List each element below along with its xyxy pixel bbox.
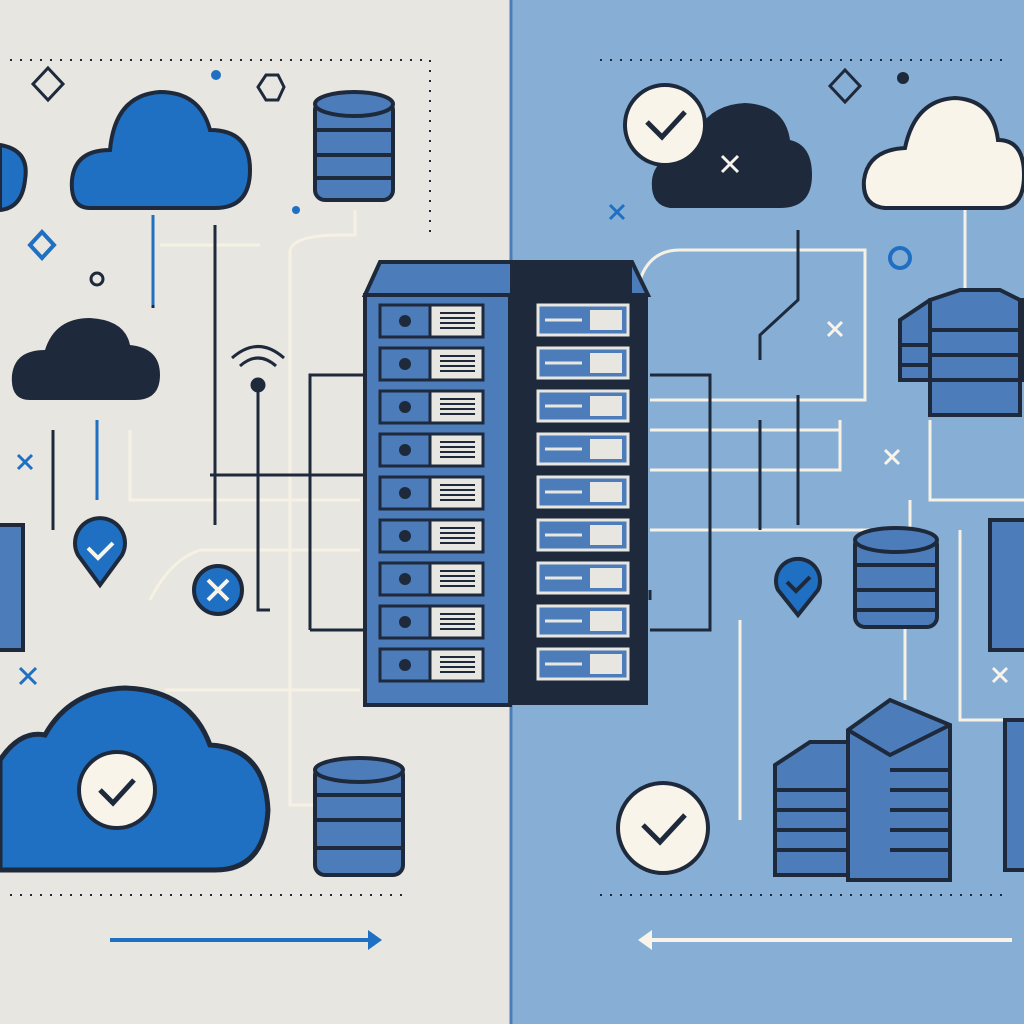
arrow-right-icon: [110, 930, 382, 950]
check-circle-icon: [616, 781, 710, 875]
decorative-marks: [16, 65, 1009, 686]
check-circle-icon: [77, 750, 157, 830]
server-slot: [378, 561, 485, 597]
cloud-icon: [0, 142, 28, 213]
check-circle-icon: [623, 83, 707, 167]
server-slot: [536, 389, 630, 423]
server-slot: [378, 518, 485, 554]
connection-lines: [51, 210, 1024, 820]
server-slot: [378, 475, 485, 511]
arrow-left-icon: [638, 930, 1012, 950]
server-slot: [536, 518, 630, 552]
dark-cloud-icon: [651, 103, 812, 208]
database-icon: [313, 756, 405, 877]
check-pin-icon: [73, 516, 127, 589]
check-pin-icon: [774, 556, 822, 619]
server-slot: [378, 303, 485, 339]
dotted-frame: [10, 59, 1010, 896]
wifi-icon: [231, 345, 285, 393]
database-icon: [313, 90, 395, 202]
dark-cloud-icon: [11, 318, 161, 400]
cloud-icon: [69, 89, 253, 210]
server-slot: [536, 432, 630, 466]
server-slot: [378, 604, 485, 640]
server-stack-icon: [898, 288, 1024, 417]
server-slot: [536, 604, 630, 638]
server-slot: [378, 647, 485, 683]
server-slot: [378, 346, 485, 382]
error-pin-icon: [192, 564, 244, 616]
server-stack-icon: [773, 697, 952, 882]
server-slot: [536, 475, 630, 509]
server-slot: [536, 303, 630, 337]
server-rack-icon: [361, 260, 652, 707]
server-slot: [378, 432, 485, 468]
server-slot: [378, 389, 485, 425]
server-stack-icon: [0, 518, 1024, 872]
server-slot: [536, 346, 630, 380]
database-icon: [853, 526, 939, 629]
server-slot: [536, 561, 630, 595]
server-slot: [536, 647, 630, 681]
